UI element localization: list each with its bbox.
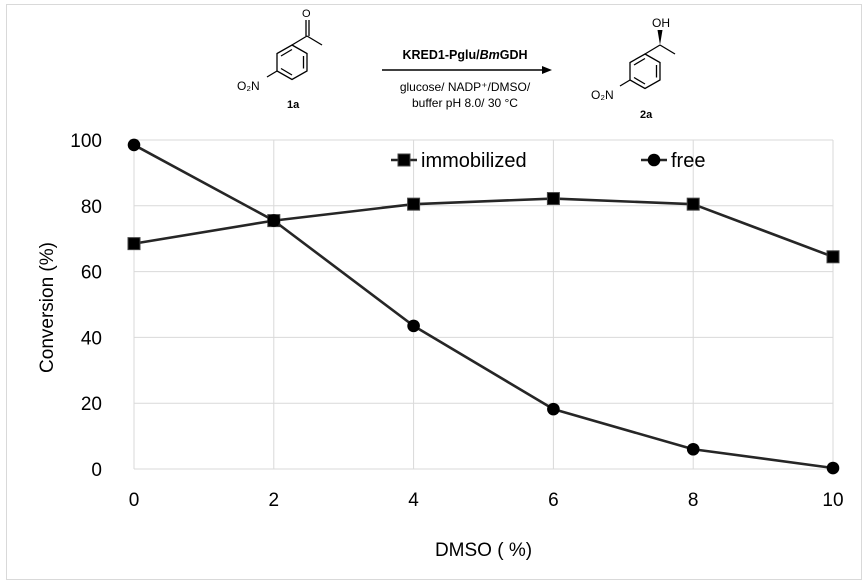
product-wedge-bond (657, 30, 663, 45)
reaction-arrowhead (542, 66, 552, 74)
y-tick-label: 20 (81, 394, 102, 415)
free-data-point (686, 442, 700, 456)
reaction-scheme: O O₂N 1a KRED1-Pglu/BmGDH glucose/ NADP⁺… (237, 8, 676, 121)
series-free (127, 138, 840, 475)
catalyst-label: KRED1-Pglu/BmGDH (402, 48, 527, 62)
x-tick-label: 6 (548, 490, 559, 511)
conditions-line-2: buffer pH 8.0/ 30 °C (412, 96, 518, 110)
y-tick-label: 40 (81, 328, 102, 349)
product-label: 2a (640, 109, 653, 121)
x-tick-label: 8 (688, 490, 699, 511)
free-series-line (133, 143, 834, 470)
substrate-carbonyl-o: O (302, 8, 311, 20)
immobilized-series-line (133, 197, 834, 259)
legend-marker (397, 153, 411, 167)
free-data-point (267, 214, 281, 227)
legend-label: free (671, 150, 705, 172)
x-tick-label: 2 (269, 490, 280, 511)
y-axis-title: Conversion (%) (37, 242, 58, 373)
y-tick-label: 0 (91, 460, 102, 481)
x-tick-label: 4 (408, 490, 419, 511)
legend-label: immobilized (421, 150, 527, 172)
y-tick-label: 60 (81, 263, 102, 284)
legend: immobilized free (391, 150, 705, 172)
free-data-point (826, 461, 840, 475)
free-data-point (127, 138, 141, 152)
x-tick-label: 10 (822, 490, 843, 511)
substrate-nitro-group: O₂N (237, 79, 260, 93)
free-data-point (547, 402, 560, 416)
free-data-point (407, 319, 420, 333)
legend-item-free: free (641, 150, 705, 172)
immobilized-data-point (826, 250, 840, 264)
product-hydroxyl: OH (652, 16, 670, 30)
immobilized-data-point (686, 197, 700, 211)
chart-frame (6, 4, 862, 580)
grid-lines (133, 139, 834, 470)
immobilized-data-point (546, 192, 560, 206)
immobilized-data-point (407, 197, 421, 211)
series-immobilized (127, 192, 840, 264)
product-nitro-group: O₂N (591, 88, 614, 102)
legend-item-immobilized: immobilized (391, 150, 527, 172)
legend-marker (647, 153, 661, 167)
series-layer (127, 138, 840, 475)
conditions-line-1: glucose/ NADP⁺/DMSO/ (400, 80, 531, 94)
axes: 0 20 40 60 80 100 0 2 4 6 8 10 Conversion (%) DMSO ( … (37, 131, 844, 561)
substrate-structure (266, 20, 323, 81)
y-tick-label: 80 (81, 197, 102, 218)
y-tick-label: 100 (70, 131, 102, 152)
x-axis-title: DMSO ( %) (435, 540, 532, 561)
x-tick-label: 0 (129, 490, 140, 511)
product-structure (619, 44, 676, 90)
immobilized-data-point (127, 237, 141, 251)
substrate-label: 1a (287, 99, 300, 111)
